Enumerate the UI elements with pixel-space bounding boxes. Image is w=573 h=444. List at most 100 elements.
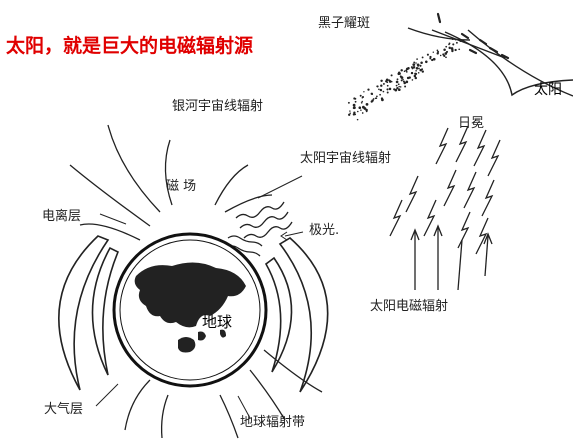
particle-dot (405, 71, 408, 73)
particle-dot (390, 74, 393, 77)
particle-dot (385, 80, 388, 83)
particle-dot (411, 67, 414, 70)
particle-dot (352, 113, 356, 116)
galactic-particle-stream (347, 37, 464, 121)
particle-dot (378, 88, 380, 91)
particle-dot (395, 84, 398, 87)
particle-dot (388, 87, 392, 91)
particle-dot (415, 72, 418, 75)
label-sun: 太阳 (534, 82, 562, 98)
page-title: 太阳，就是巨大的电磁辐射源 (6, 35, 254, 57)
particle-dot (415, 70, 417, 72)
particle-dot (432, 51, 434, 53)
label-corona: 日冕 (458, 116, 485, 131)
particle-dot (421, 68, 424, 71)
wavy-rays (225, 201, 293, 257)
continent-island-2 (198, 331, 206, 341)
particle-dot (352, 106, 355, 110)
sun-ray-line (431, 29, 506, 59)
particle-dot (416, 58, 418, 60)
particle-dot (353, 97, 356, 100)
particle-dot (403, 81, 406, 85)
particle-dot (421, 70, 424, 73)
particle-dot (451, 37, 454, 41)
particle-dot (386, 91, 389, 94)
particle-dot (370, 100, 373, 103)
particle-dot (420, 61, 423, 65)
continent-island-3 (220, 329, 226, 338)
particle-dot (425, 60, 428, 64)
particle-dot (445, 45, 448, 48)
particle-dot (363, 91, 365, 93)
particle-dot (400, 79, 403, 82)
particle-dot (380, 84, 383, 87)
particle-dot (454, 38, 457, 41)
particle-dot (386, 88, 389, 91)
particle-dot (426, 53, 429, 56)
particle-dot (362, 105, 365, 109)
particle-dot (358, 106, 362, 110)
particle-dot (380, 97, 384, 100)
label-radiation-belt: 地球辐射带 (240, 415, 306, 430)
particle-dot (454, 48, 457, 52)
particle-dot (413, 61, 416, 64)
solar-em-arrows (410, 224, 493, 291)
ionosphere-right (264, 237, 329, 393)
particle-dot (413, 66, 416, 68)
particle-dot (360, 101, 363, 104)
solar-radiation-bolts (389, 125, 501, 255)
label-magnetic-field: 磁 场 (166, 179, 197, 194)
particle-dot (400, 69, 403, 72)
particle-dot (397, 88, 401, 92)
particle-dot (397, 83, 400, 86)
particle-dot (400, 76, 402, 78)
particle-dot (421, 56, 424, 59)
particle-dot (405, 67, 409, 71)
particle-dot (439, 54, 442, 57)
particle-dot (413, 74, 417, 78)
particle-dot (352, 103, 356, 107)
particle-dot (436, 49, 439, 52)
particle-dot (349, 112, 351, 114)
particle-dot (361, 95, 365, 99)
particle-dot (461, 40, 464, 42)
particle-dot (402, 78, 404, 81)
label-aurora: 极光. (309, 223, 340, 238)
particle-dot (396, 78, 399, 81)
label-solar-em-radiation: 太阳电磁辐射 (370, 299, 449, 314)
particle-dot (365, 103, 369, 106)
sunspot-marks (436, 12, 510, 60)
particle-dot (386, 84, 389, 87)
particle-dot (395, 80, 399, 84)
particle-dot (370, 92, 374, 96)
particle-dot (410, 71, 414, 75)
particle-dot (398, 85, 400, 88)
ionosphere-left (58, 235, 120, 391)
particle-dot (388, 80, 392, 83)
particle-dot (394, 88, 398, 92)
particle-dot (382, 82, 385, 85)
magnetic-field-lines (69, 124, 323, 439)
particle-dot (356, 118, 359, 121)
continent-eurasia (134, 262, 246, 328)
particle-dot (408, 76, 411, 79)
particle-dot (357, 110, 359, 113)
particle-dot (361, 100, 363, 103)
particle-dot (376, 95, 378, 98)
particle-dot (412, 63, 416, 66)
particle-dot (399, 86, 402, 88)
particle-dot (418, 67, 420, 70)
particle-dot (347, 101, 350, 104)
particle-dot (432, 57, 436, 61)
sun-edge (444, 31, 573, 97)
particle-dot (415, 66, 419, 70)
particle-dot (353, 111, 356, 114)
label-galactic-radiation: 银河宇宙线辐射 (172, 99, 264, 114)
particle-dot (444, 52, 448, 55)
particle-dot (445, 56, 447, 59)
label-ionosphere: 电离层 (42, 209, 82, 224)
particle-dot (403, 70, 406, 73)
particle-dot (459, 40, 462, 43)
